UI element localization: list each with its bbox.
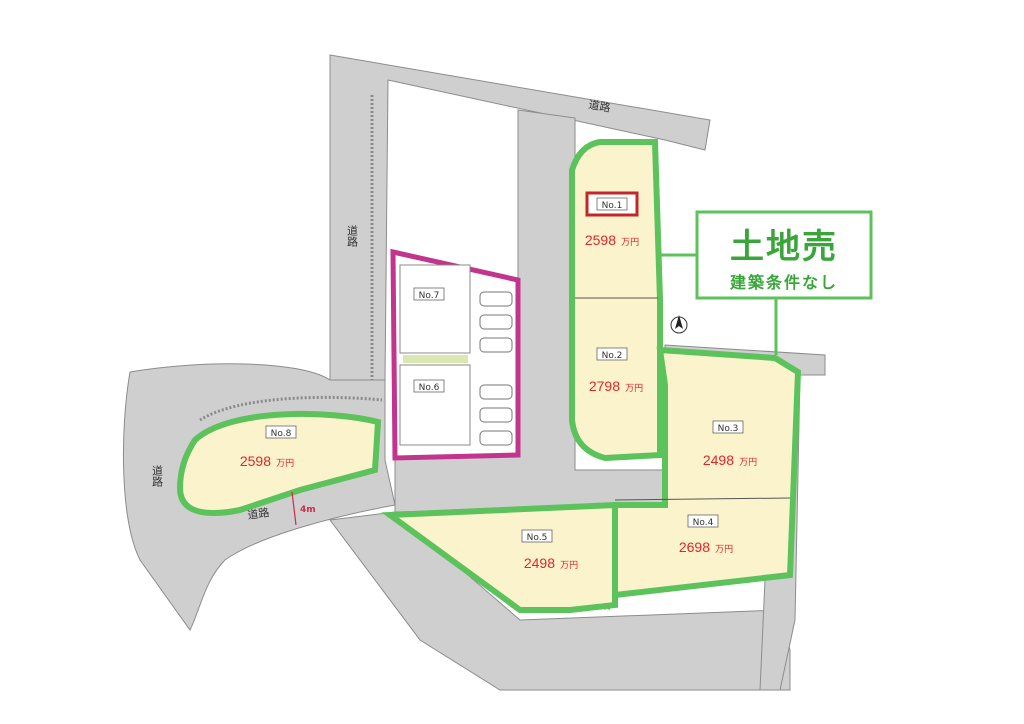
lot-no7-label: No.7 [419,291,440,301]
road-width-label: 4m [300,505,316,515]
banner-title: 土地売 [730,227,838,267]
lot-no6-tag [413,379,445,393]
lot-no6-label: No.6 [419,383,440,393]
road-label-top: 道路 [587,97,611,115]
banner-subtitle: 建築条件なし [730,273,838,292]
lot-no5-price: 2498 万円 [524,553,578,572]
car-icon [479,337,513,353]
lot-no2-label: No.2 [602,351,623,361]
lot-no1-tag [596,197,628,211]
car-icon [479,430,513,446]
lot-no5-tag [521,529,553,543]
wall-lot8-top [199,395,383,422]
lot-no2-tag [596,347,628,361]
road-label-bottom: 道路 [246,505,270,522]
lot-no4-label: No.4 [693,518,714,528]
road-label-left-top: 道路 [346,224,359,248]
lot-no3-tag [712,420,744,434]
lot-prices: 2598 万円 2798 万円 2498 万円 2698 万円 2498 万円 … [240,230,757,572]
car-icon [479,314,513,330]
lot-no4-tag [687,514,719,528]
car-icon [479,384,513,400]
lot-no5-label: No.5 [527,533,548,543]
banner-box [695,210,873,300]
lot-no1-no2-outline [569,139,663,462]
lot-no4-price: 2698 万円 [679,537,733,556]
lot-6-7-green-strip [403,355,468,363]
width-dimension-line [291,491,297,526]
parked-cars [479,291,513,446]
road-label-left-bottom: 道路 [151,464,164,488]
lot-labels: No.1 No.2 No.3 No.4 No.5 No.6 No.7 No.8 [265,191,744,543]
lot-no1-label: No.1 [602,201,623,211]
lot-no3-price: 2498 万円 [703,450,757,469]
car-icon [479,291,513,307]
lot-no8-outline [176,410,382,516]
lot-no8-label: No.8 [271,429,292,439]
north-arrow-icon [670,315,688,334]
lot-no2-price: 2798 万円 [589,376,643,395]
lot-no6-house [399,364,471,446]
car-icon [479,407,513,423]
road-labels: 道路 道路 道路 道路 [151,97,612,522]
lot-no7-tag [413,287,445,301]
lot-no3-label: No.3 [718,424,739,434]
lot-no7-house [399,264,471,354]
sale-banner: 土地売 建築条件なし [660,210,873,355]
lot-no1-price: 2598 万円 [585,230,639,249]
lot-no8-price: 2598 万円 [240,451,294,470]
lots [176,139,802,613]
road-width-indicator: 4m [291,491,316,526]
lot-no8-tag [265,425,297,439]
lot-no5-outline [381,501,618,613]
lot-divider-3-4 [614,497,791,501]
